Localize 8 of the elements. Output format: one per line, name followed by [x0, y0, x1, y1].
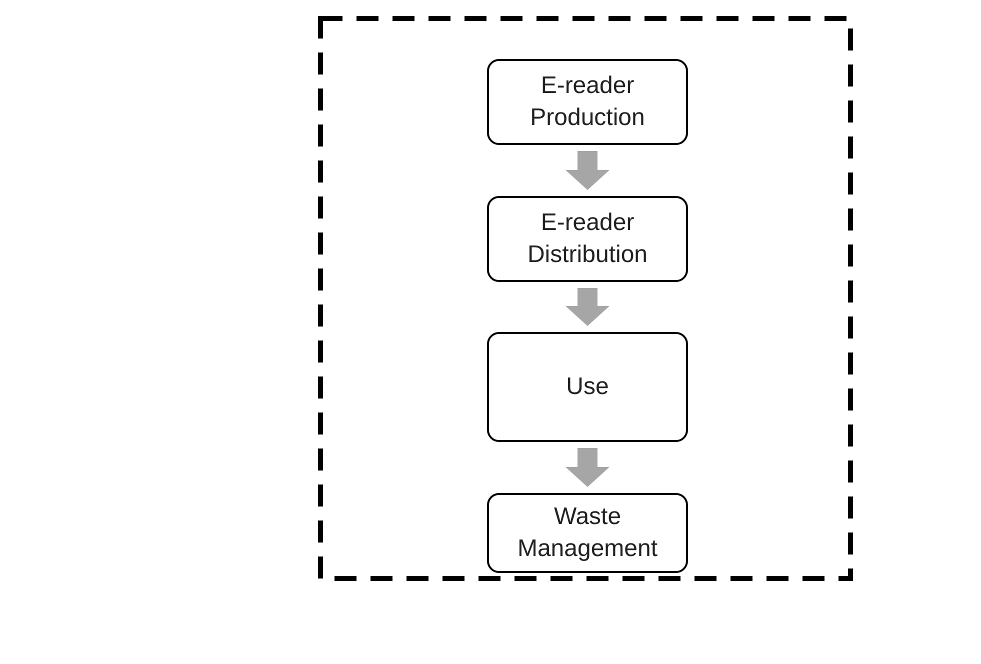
- process-box: Use: [487, 332, 688, 442]
- arrow: [566, 151, 610, 190]
- process-box: Waste Management: [487, 493, 688, 573]
- arrow: [566, 288, 610, 326]
- system-boundary: [318, 16, 853, 581]
- process-box: E-reader Distribution: [487, 196, 688, 282]
- arrow: [566, 448, 610, 487]
- process-box: E-reader Production: [487, 59, 688, 145]
